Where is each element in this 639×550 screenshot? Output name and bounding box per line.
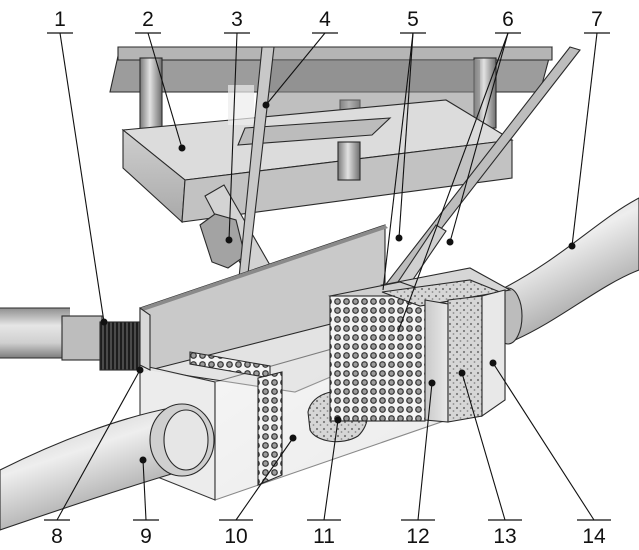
honeycomb-filter-large [329,295,426,422]
callout-2: 2 [142,8,154,31]
outlet-pipe [499,197,639,341]
callout-14: 14 [582,525,606,548]
front-rod [337,141,361,181]
callout-11: 11 [313,525,335,548]
inlet-pipe [0,307,141,371]
end-plate [481,289,506,418]
foam-filter [447,295,483,423]
callout-labels-top: 1 2 3 4 5 6 7 [54,8,603,31]
filter-panel [424,299,449,423]
callout-9: 9 [140,525,152,548]
callout-8: 8 [51,525,63,548]
honeycomb-filter-small-side [257,371,283,486]
callout-3: 3 [231,8,243,31]
callout-1: 1 [54,8,66,31]
press-plate-side [181,139,513,223]
leader-lines [44,32,611,521]
callout-13: 13 [493,525,516,548]
callout-10: 10 [224,525,247,548]
callout-labels-bottom: 8 9 10 11 12 13 14 [51,525,606,548]
callout-7: 7 [591,8,603,31]
callout-4: 4 [319,8,331,31]
callout-12: 12 [406,525,429,548]
lower-pipe [0,403,215,531]
press-assembly [109,46,553,224]
coupling-sleeve [61,315,103,361]
knurled-nut [99,321,141,371]
callout-6: 6 [502,8,514,31]
callout-5: 5 [407,8,419,31]
